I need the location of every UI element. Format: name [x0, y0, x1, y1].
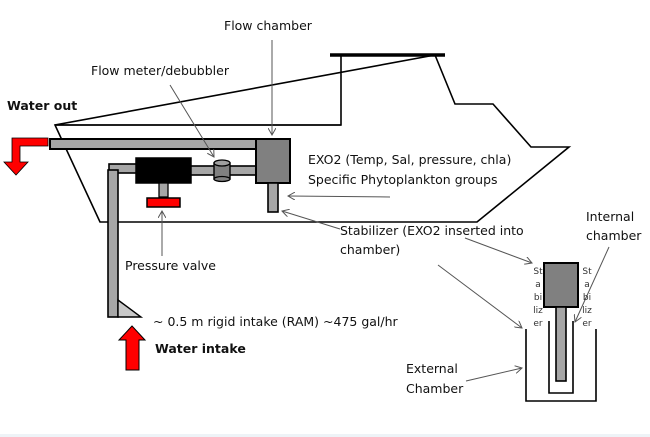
exo2-label-line1: EXO2 (Temp, Sal, pressure, chla): [308, 152, 512, 167]
stabilizer-vertical-left-label: Stabilizer: [533, 267, 543, 329]
external-chamber-label-line1: External: [406, 361, 458, 376]
bottom-edge: [0, 434, 650, 437]
stabilizer-leader: [282, 211, 341, 230]
ram-intake-triangle: [117, 298, 144, 318]
external-chamber: [525, 329, 597, 402]
pressure-valve-label: Pressure valve: [125, 258, 216, 273]
flow-meter-top: [213, 159, 231, 167]
internal-chamber-label-line1: Internal: [586, 209, 635, 224]
pressure-valve-handle: [146, 197, 181, 208]
flow-meter-label: Flow meter/debubbler: [91, 63, 229, 78]
stabilizer-inset-leader: [464, 237, 532, 263]
exo2-leader: [288, 196, 391, 197]
stabilizer-vertical-right-label: Stabilizer: [582, 267, 592, 329]
water-intake-arrow: [117, 325, 147, 371]
pump: [135, 157, 192, 184]
internal-chamber-label-line2: chamber: [586, 228, 642, 243]
water-out-arrow: [3, 137, 49, 176]
water-intake-label: Water intake: [155, 341, 246, 356]
exo2-probe-rod: [555, 306, 567, 382]
exo2-label-line2: Specific Phytoplankton groups: [308, 172, 498, 187]
stabilizer-label-line1: Stabilizer (EXO2 inserted into: [340, 223, 524, 238]
internal-chamber: [548, 321, 574, 394]
external-chamber-leader: [465, 368, 522, 382]
external-chamber-label-line2: Chamber: [406, 381, 464, 396]
intake-spec-label: ~ 0.5 m rigid intake (RAM) ~475 gal/hr: [153, 314, 398, 329]
exo2-sonde-head: [543, 262, 579, 308]
water-out-label: Water out: [7, 98, 78, 113]
flow-meter-bottom: [213, 175, 231, 183]
flow-meter-leader: [169, 84, 214, 157]
flow-chamber: [255, 138, 291, 184]
intake-pipe: [107, 169, 119, 318]
stabilizer-tube: [267, 182, 279, 213]
flow-chamber-label: Flow chamber: [224, 18, 312, 33]
chamber-inset-leader: [437, 264, 522, 328]
internal-chamber-leader: [575, 246, 610, 322]
pressure-valve-stem: [158, 182, 169, 198]
outflow-pipe: [49, 138, 259, 150]
stabilizer-label-line2: chamber): [340, 242, 401, 257]
